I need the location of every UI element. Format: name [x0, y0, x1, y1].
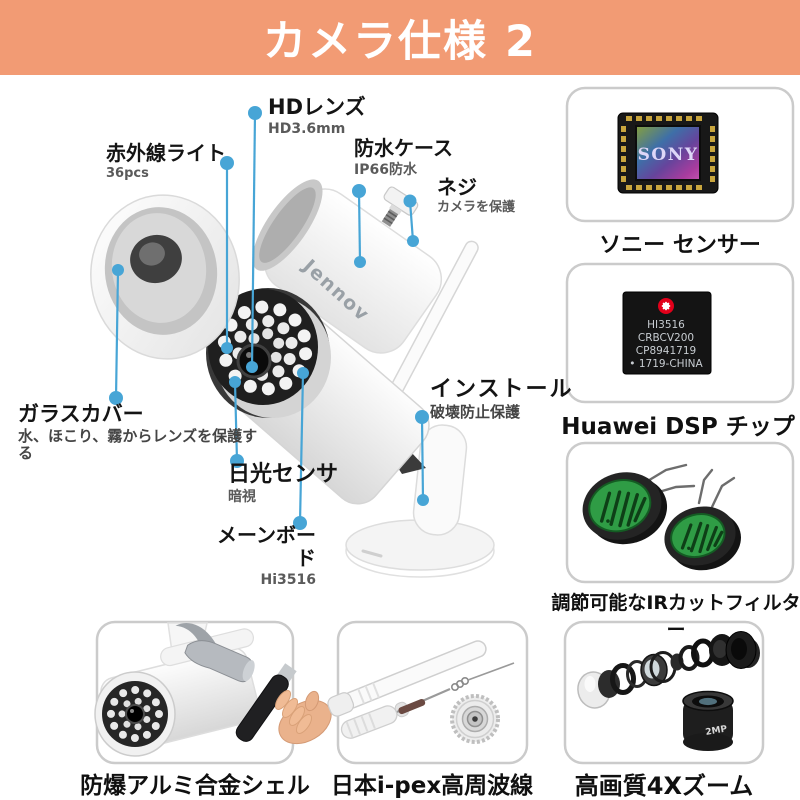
screw-part — [381, 186, 419, 227]
leader-dots — [109, 106, 429, 530]
label-glass-cover: ガラスカバー 水、ほこり、霧からレンズを保護する — [18, 402, 268, 463]
caption-zoom-lens: 高画質4Xズーム — [574, 772, 754, 800]
stand-part — [345, 424, 495, 578]
panel-zoom-lens — [563, 620, 765, 765]
label-title: 防水ケース — [354, 136, 453, 160]
sony-logo-text: SONY — [638, 145, 699, 165]
label-sub: HD3.6mm — [268, 121, 346, 138]
label-infrared-light: 赤外線ライト 36pcs — [106, 142, 226, 182]
caption-ir-cut-filter: 調節可能なIRカットフィルター — [551, 592, 800, 641]
antenna-image — [327, 640, 515, 744]
label-screw: ネジ カメラを保護 — [437, 176, 515, 216]
ir-cut-filter-image — [582, 463, 741, 571]
panel-ir-cut-filter — [565, 441, 795, 584]
chip-line: CP8941719 — [636, 345, 696, 357]
leader-lines — [114, 112, 425, 524]
page-title: カメラ仕様 2 — [263, 16, 537, 67]
chip-line: HI3516 — [647, 319, 685, 331]
caption-shell-test: 防爆アルミ合金シェル — [80, 773, 310, 799]
label-waterproof-case: 防水ケース IP66防水 — [354, 136, 453, 179]
label-daylight-sensor: 日光センサ 暗視 — [228, 462, 338, 505]
label-title: HDレンズ — [268, 95, 366, 119]
caption-huawei-dsp: Huawei DSP チップ — [561, 414, 795, 440]
label-sub: IP66防水 — [354, 162, 417, 178]
panel-huawei-dsp — [565, 262, 795, 404]
sony-sensor-image: SONY — [617, 112, 719, 194]
label-sub: カメラを保護 — [437, 200, 516, 215]
label-mainboard: メーンボード Hi3516 — [198, 523, 316, 589]
label-title: ガラスカバー — [18, 402, 144, 426]
label-title: メーンボード — [217, 523, 316, 570]
panel-frames — [95, 86, 795, 765]
waterproof-case-part: Jennov — [252, 179, 443, 354]
label-sub: 暗視 — [228, 489, 256, 506]
label-title: インストール — [430, 377, 574, 402]
label-sub: 36pcs — [106, 166, 149, 181]
zoom-lens-image: 2MP — [577, 631, 760, 751]
label-title: 日光センサ — [228, 462, 339, 487]
caption-sony-sensor: ソニー センサー — [599, 233, 761, 258]
panel-shell-test — [95, 620, 295, 765]
label-install: インストール 破壊防止保護 — [430, 377, 574, 422]
shell-test-image — [94, 622, 332, 757]
label-sub: 水、ほこり、霧からレンズを保護する — [18, 427, 258, 463]
panel-sony-sensor — [565, 86, 795, 223]
caption-antenna: 日本i-pex高周波線 — [330, 773, 534, 799]
panel-antenna — [336, 620, 529, 765]
label-hd-lens: HDレンズ HD3.6mm — [268, 95, 366, 137]
label-title: 赤外線ライト — [106, 141, 226, 165]
label-title: ネジ — [437, 175, 477, 199]
lens-2mp-text: 2MP — [705, 724, 729, 738]
chip-line: CRBCV200 — [638, 332, 694, 344]
label-sub: Hi3516 — [260, 572, 316, 588]
chip-line: • 1719-CHINA — [629, 358, 703, 370]
glass-cover-part — [90, 194, 240, 360]
header-banner: カメラ仕様 2 — [0, 0, 800, 75]
huawei-chip-image: HI3516 CRBCV200 CP8941719 • 1719-CHINA — [622, 291, 712, 375]
label-sub: 破壊防止保護 — [430, 403, 521, 422]
